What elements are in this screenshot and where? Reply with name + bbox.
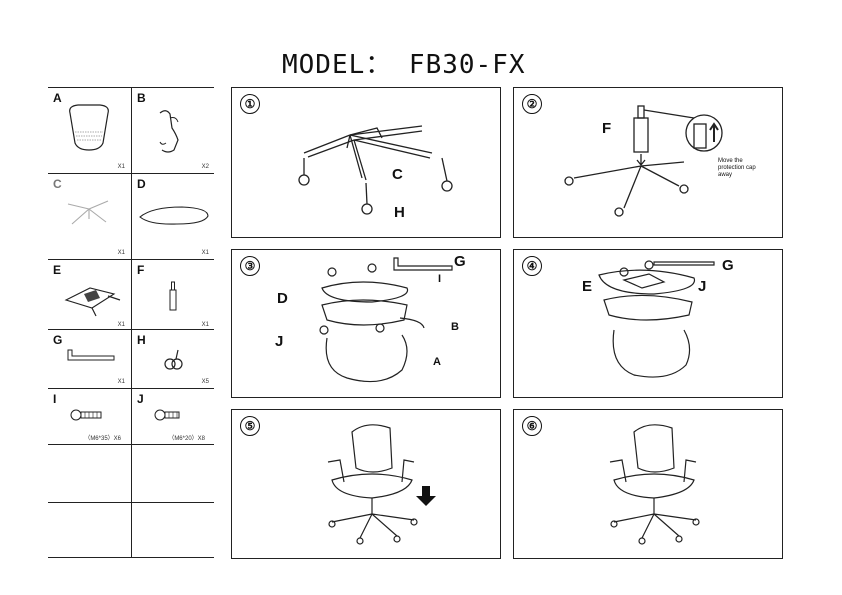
completed-chair-illustration	[609, 424, 700, 545]
armrest-icon	[159, 110, 179, 153]
mechanism-icon	[64, 287, 121, 317]
seat-back-assembly-illustration	[319, 257, 453, 383]
caster-icon	[164, 349, 183, 370]
step-number: ①	[240, 94, 260, 114]
step-number: ③	[240, 256, 260, 276]
backrest-icon	[69, 104, 109, 151]
step-number: ⑤	[240, 416, 260, 436]
chair-press-down-illustration	[327, 424, 436, 545]
step-number: ②	[522, 94, 542, 114]
part-cell-e: E X1	[48, 260, 131, 329]
step-3-panel: ③ G I D J B A	[231, 249, 501, 398]
part-cell-i: I （M6*35）X6	[48, 389, 131, 444]
allen-key-icon	[67, 349, 115, 361]
mechanism-attach-illustration	[598, 260, 715, 378]
model-title: MODEL： FB30-FX	[282, 50, 526, 80]
part-cell-g: G X1	[48, 330, 131, 388]
part-cell-a: A X1	[48, 88, 131, 173]
seat-cushion-icon	[139, 206, 209, 225]
part-cell-b: B X2	[132, 88, 215, 173]
part-cell-d: D X1	[132, 174, 215, 259]
bolt-short-icon	[154, 409, 180, 421]
step-number: ⑥	[522, 416, 542, 436]
step-4-panel: ④ G E J	[513, 249, 783, 398]
step-number: ④	[522, 256, 542, 276]
part-cell-c: C X1	[48, 174, 131, 259]
step-6-panel: ⑥	[513, 409, 783, 559]
parts-list-table: A X1 B X2 C X1 D X1 E	[48, 87, 214, 558]
part-cell-f: F X1	[132, 260, 215, 329]
part-cell-j: J （M6*20）X8	[132, 389, 215, 444]
gas-lift-icon	[169, 281, 177, 311]
step-1-panel: ① C H	[231, 87, 501, 238]
gas-lift-insert-illustration	[564, 105, 723, 217]
step-2-panel: ② F Move the protection cap away	[513, 87, 783, 238]
step-5-panel: ⑤	[231, 409, 501, 559]
part-cell-h: H X5	[132, 330, 215, 388]
base-assembly-illustration	[298, 125, 453, 215]
bolt-long-icon	[70, 409, 102, 421]
base-icon	[67, 200, 109, 225]
